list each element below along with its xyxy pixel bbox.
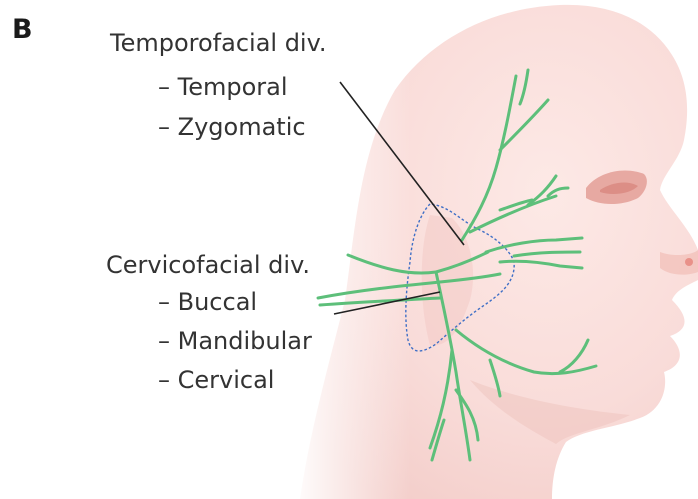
nostril (685, 258, 693, 266)
cervicofacial-division-title: Cervicofacial div. (106, 251, 310, 279)
temporal-label: – Temporal (158, 73, 288, 101)
zygomatic-label: – Zygomatic (158, 113, 306, 141)
cervical-label: – Cervical (158, 366, 274, 394)
panel-label: B (12, 14, 33, 45)
buccal-label: – Buccal (158, 288, 257, 316)
temporofacial-division-title: Temporofacial div. (110, 29, 327, 57)
mandibular-label: – Mandibular (158, 327, 312, 355)
